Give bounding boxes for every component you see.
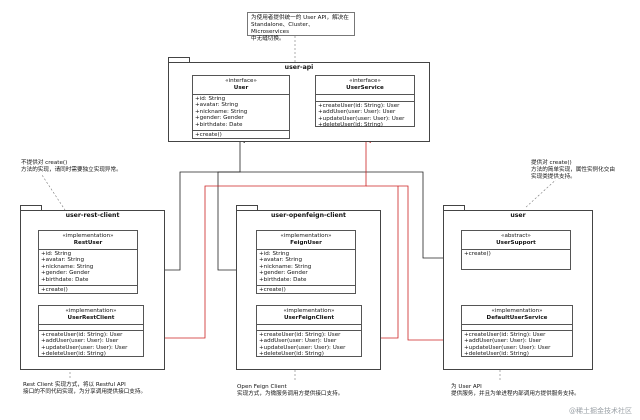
class-user-rest-client: «implementation» UserRestClient +createU… (38, 305, 144, 357)
attribute: +gender: Gender (195, 115, 244, 122)
note-bottom-left: Rest Client 实现方式，将以 Restful API 接口的不同代码实… (20, 380, 170, 396)
package-title: user (510, 212, 526, 219)
realization-userrestclient-userservice (162, 140, 366, 339)
attribute: +id: String (195, 95, 226, 102)
stereotype: «abstract» (501, 233, 531, 239)
class-default-user-service: «implementation» DefaultUserService +cre… (461, 305, 573, 357)
package-tab-user-api (168, 57, 190, 63)
attribute: +avatar: String (41, 257, 85, 264)
method: +updateUser(user: User): User (318, 115, 405, 122)
method: +create() (259, 286, 286, 293)
method: +updateUser(user: User): User (259, 344, 346, 351)
class-name: UserRestClient (67, 314, 115, 321)
class-user-support: «abstract» UserSupport +create() (461, 230, 571, 270)
method: +updateUser(user: User): User (464, 344, 551, 351)
method: +updateUser(user: User): User (41, 344, 128, 351)
package-title: user-api (284, 64, 314, 71)
note-right: 提供对 create() 方法的简单实现，属性实例化交由 实现类提供支持。 (528, 158, 628, 180)
note-bottom-mid: Open Feign Client 实现方式，为微服务调用方提供接口支持。 (234, 382, 364, 398)
attribute: +avatar: String (195, 102, 239, 109)
note-top: 为使用者提供统一的 User API，解决在 Standalone、Cluste… (247, 12, 355, 42)
class-name: UserSupport (496, 239, 536, 246)
note-bottom-right: 为 User API 提供服务，并且为单进程内部调用方提供服务支持。 (448, 382, 598, 398)
method: +create() (195, 131, 222, 138)
class-user-feign-client: «implementation» UserFeignClient +create… (256, 305, 362, 357)
class-name: RestUser (73, 239, 103, 246)
method: +deleteUser(id: String) (259, 351, 324, 358)
watermark: @稀土掘金技术社区 (569, 407, 632, 415)
class-name: UserService (346, 84, 384, 91)
class-feign-user: «implementation» FeignUser +id: String +… (256, 230, 356, 294)
class-name: UserFeignClient (283, 314, 335, 321)
attribute: +id: String (259, 250, 290, 257)
method: +deleteUser(id: String) (41, 351, 106, 358)
method: +deleteUser(id: String) (464, 351, 529, 358)
method: +addUser(user: User): User (259, 338, 337, 345)
attribute: +gender: Gender (41, 270, 90, 277)
attribute: +nickname: String (41, 263, 94, 270)
class-name: DefaultUserService (486, 314, 548, 321)
class-user-service: «interface» UserService +createUser(id: … (315, 75, 415, 129)
stereotype: «interface» (225, 78, 257, 84)
class-rest-user: «implementation» RestUser +id: String +a… (38, 230, 138, 294)
class-user: «interface» User +id: String +avatar: St… (192, 75, 290, 139)
realization-defaultuserservice-userservice (366, 185, 460, 341)
attribute: +birthdate: Date (259, 276, 307, 283)
attribute: +birthdate: Date (195, 121, 243, 128)
attribute: +nickname: String (259, 263, 312, 270)
realization-userfeignclient-userservice (380, 186, 399, 339)
method: +addUser(user: User): User (318, 109, 396, 116)
note-connector-left (39, 171, 66, 211)
attribute: +nickname: String (195, 108, 248, 115)
realization-usersupport-user (240, 171, 460, 259)
stereotype: «interface» (349, 78, 381, 84)
attribute: +birthdate: Date (41, 276, 89, 283)
package-tab-user-rest-client (20, 205, 42, 211)
method: +addUser(user: User): User (41, 338, 119, 345)
stereotype: «implementation» (280, 233, 332, 239)
method: +createUser(id: String): User (464, 331, 546, 338)
package-tab-user (443, 205, 465, 211)
stereotype: «implementation» (65, 308, 117, 314)
package-title: user-openfeign-client (270, 212, 347, 219)
method: +addUser(user: User): User (464, 338, 542, 345)
note-left: 不提供对 create() 方法的实现，请同时需要独立实现异常。 (18, 158, 140, 174)
package-tab-user-openfeign-client (236, 205, 258, 211)
stereotype: «implementation» (491, 308, 543, 314)
method: +deleteUser(id: String) (318, 122, 383, 129)
method: +createUser(id: String): User (259, 331, 341, 338)
attribute: +id: String (41, 250, 72, 257)
package-title: user-rest-client (65, 212, 120, 219)
class-name: FeignUser (290, 239, 322, 246)
method: +create() (464, 250, 491, 257)
stereotype: «implementation» (283, 308, 335, 314)
stereotype: «implementation» (62, 233, 114, 239)
class-name: User (233, 84, 249, 91)
method: +create() (41, 286, 68, 293)
method: +createUser(id: String): User (318, 102, 400, 109)
attribute: +gender: Gender (259, 270, 308, 277)
attribute: +avatar: String (259, 257, 303, 264)
method: +createUser(id: String): User (41, 331, 123, 338)
realization-restuser-user (162, 140, 240, 271)
